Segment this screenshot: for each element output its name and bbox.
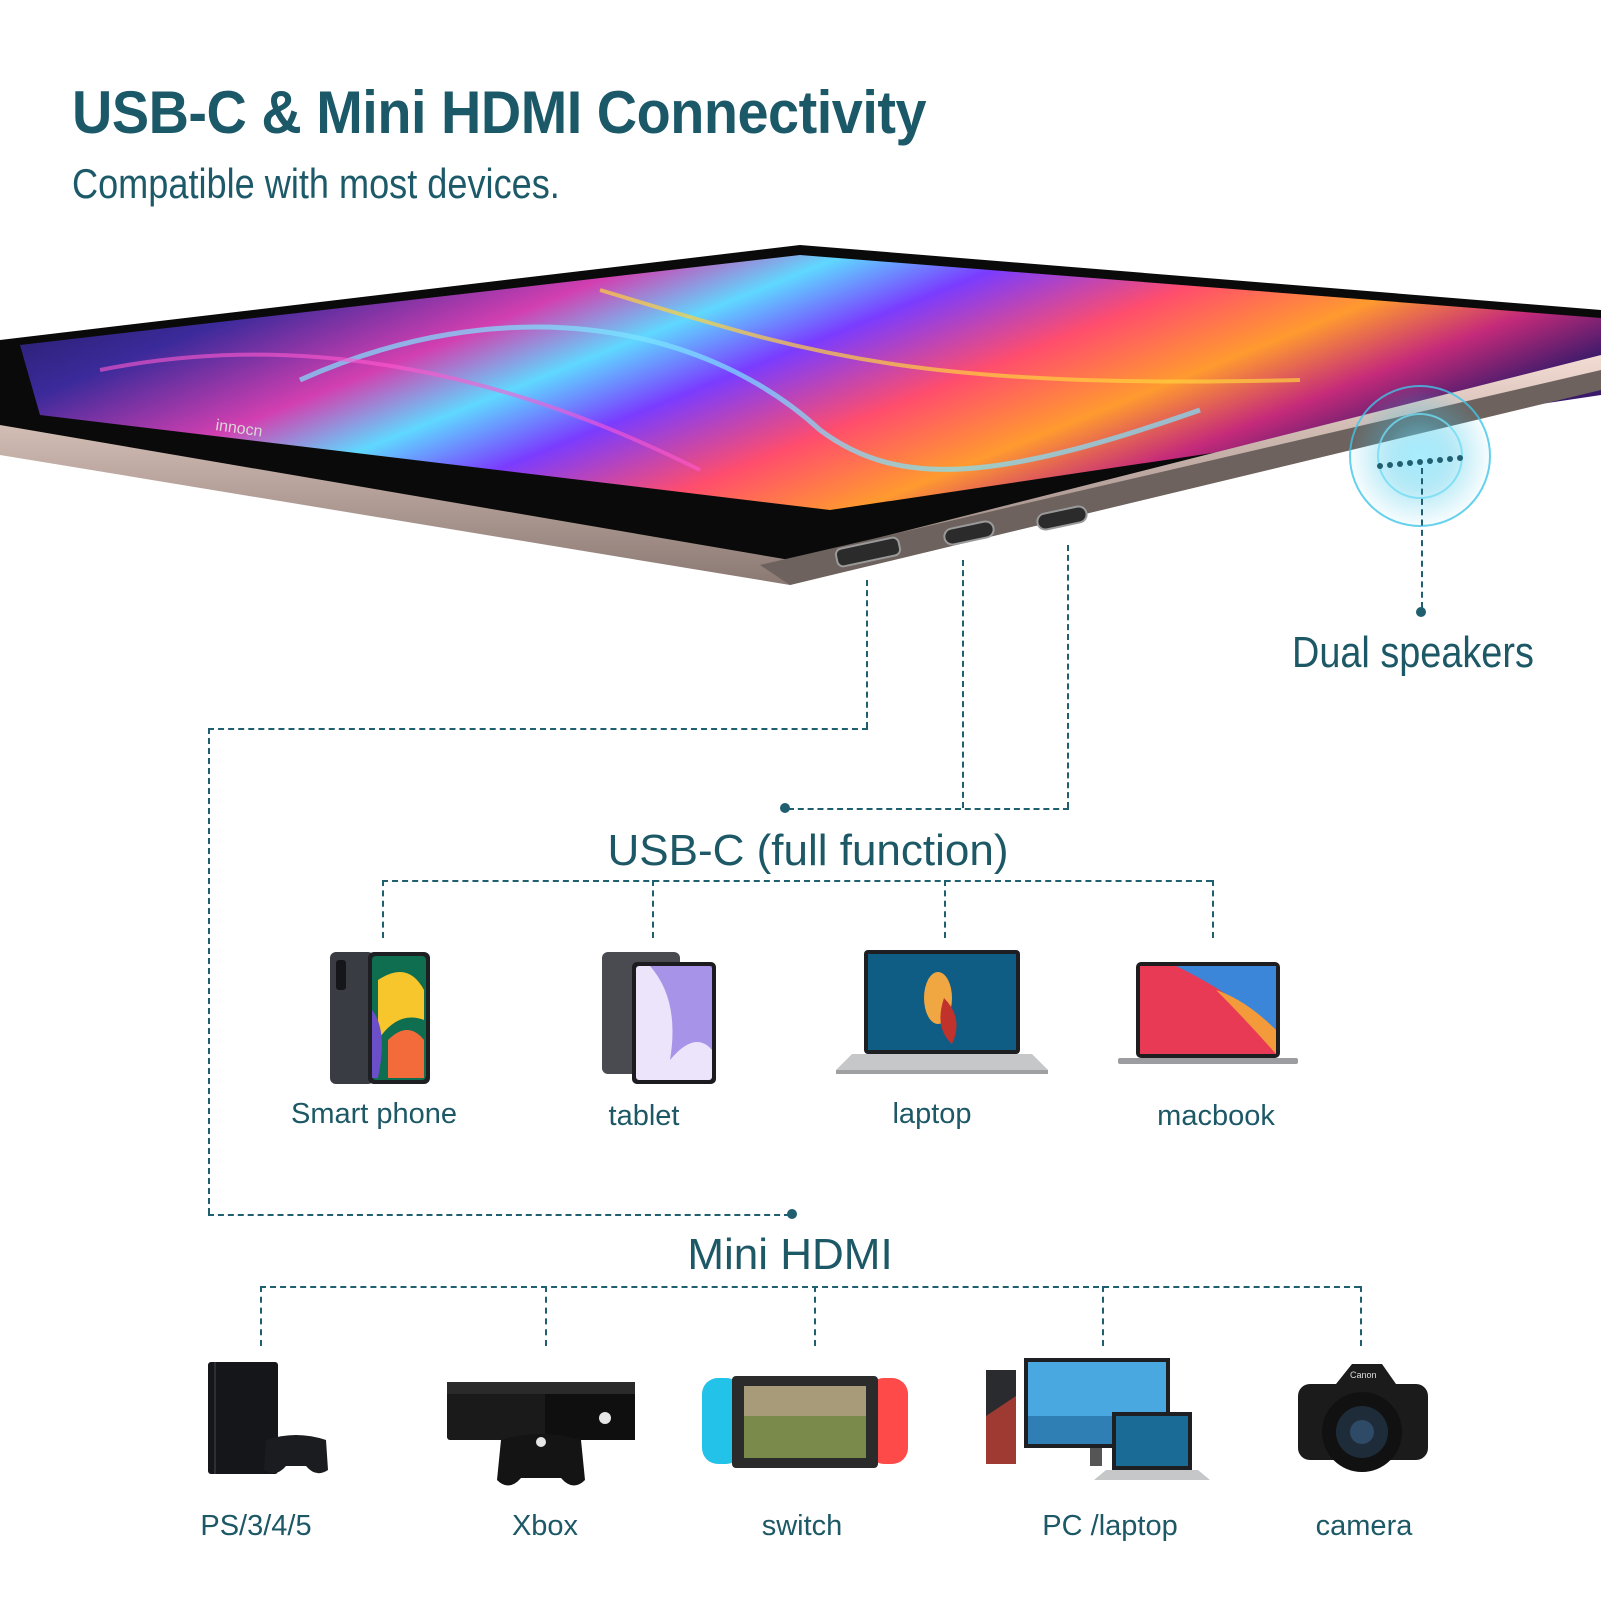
hdmi-connector-horizontal bbox=[208, 728, 868, 730]
usbc-branch bbox=[1212, 880, 1214, 938]
device-label-macbook: macbook bbox=[1157, 1100, 1275, 1132]
brand-logo: innocn bbox=[214, 417, 263, 440]
usbc-connector-dot bbox=[780, 803, 790, 813]
pc-laptop-icon bbox=[986, 1358, 1210, 1480]
laptop-icon bbox=[836, 950, 1048, 1074]
portable-monitor-image: innocn bbox=[0, 245, 1601, 585]
hdmi-connector-dot bbox=[787, 1209, 797, 1219]
hdmi-section-title: Mini HDMI bbox=[687, 1230, 893, 1279]
device-label-camera: camera bbox=[1315, 1510, 1413, 1542]
hdmi-branch bbox=[814, 1286, 816, 1346]
svg-text:Canon: Canon bbox=[1350, 1370, 1377, 1380]
hdmi-connector-bottom bbox=[208, 1214, 790, 1216]
usbc-branch bbox=[652, 880, 654, 938]
usbc-port-1-connector bbox=[962, 560, 964, 808]
device-label-playstation: PS/3/4/5 bbox=[200, 1510, 312, 1542]
device-label-laptop: laptop bbox=[892, 1098, 972, 1130]
hdmi-branch bbox=[1360, 1286, 1362, 1346]
device-label-tablet: tablet bbox=[608, 1100, 680, 1132]
usbc-branch bbox=[944, 880, 946, 938]
tablet-icon bbox=[602, 952, 716, 1084]
hdmi-branch bbox=[545, 1286, 547, 1346]
usbc-tree-line bbox=[382, 880, 1212, 882]
hdmi-branch bbox=[1102, 1286, 1104, 1346]
usbc-connector-horizontal bbox=[788, 808, 1069, 810]
usbc-section-title: USB-C (full function) bbox=[607, 826, 1009, 875]
usbc-branch bbox=[382, 880, 384, 938]
device-label-pc-laptop: PC /laptop bbox=[1042, 1510, 1178, 1542]
device-label-switch: switch bbox=[761, 1510, 843, 1542]
device-label-smartphone: Smart phone bbox=[290, 1098, 458, 1130]
dual-speakers-label: Dual speakers bbox=[1292, 628, 1534, 677]
hdmi-branch bbox=[260, 1286, 262, 1346]
playstation-icon bbox=[208, 1362, 328, 1474]
usbc-port-2-connector bbox=[1067, 545, 1069, 808]
camera-icon: Canon bbox=[1298, 1364, 1428, 1472]
page-subtitle: Compatible with most devices. bbox=[72, 160, 560, 207]
nintendo-switch-icon bbox=[702, 1376, 908, 1468]
hdmi-tree-line bbox=[260, 1286, 1360, 1288]
macbook-icon bbox=[1118, 962, 1298, 1064]
smartphone-icon bbox=[330, 952, 430, 1084]
speaker-connector-line bbox=[1421, 468, 1423, 608]
page-title: USB-C & Mini HDMI Connectivity bbox=[72, 79, 927, 146]
device-label-xbox: Xbox bbox=[511, 1510, 579, 1542]
hdmi-connector-vertical bbox=[208, 728, 210, 1214]
hdmi-port-connector bbox=[866, 580, 868, 728]
speaker-connector-dot bbox=[1416, 607, 1426, 617]
xbox-icon bbox=[447, 1382, 635, 1486]
